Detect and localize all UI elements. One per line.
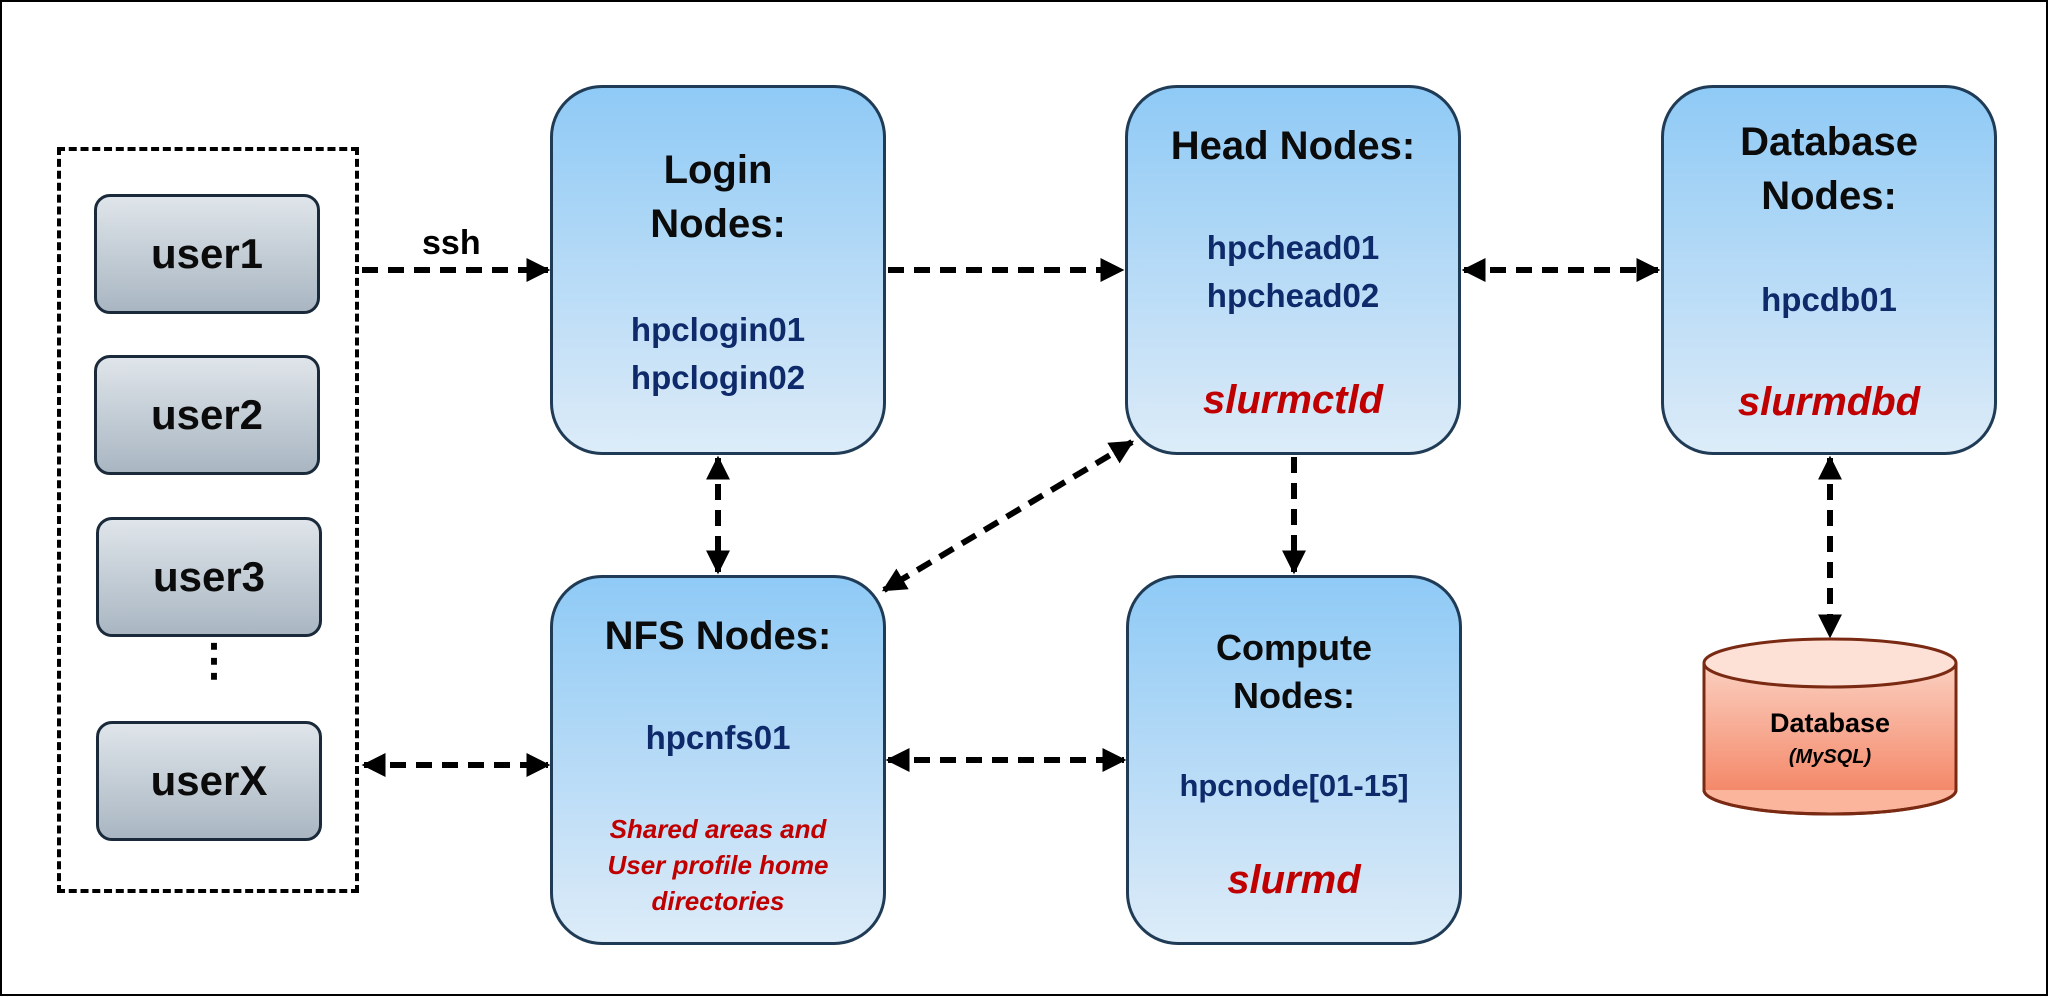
- head-host-1: hpchead01: [1206, 229, 1380, 266]
- nfs-description-line1: Shared areas and: [609, 814, 827, 844]
- ssh-label: ssh: [422, 224, 481, 262]
- user-box-user2: user2: [94, 355, 320, 475]
- database-cylinder: [1702, 637, 1958, 816]
- head-title: Head Nodes:: [1170, 124, 1416, 168]
- login-host-1: hpclogin01: [630, 311, 806, 348]
- dbnodes-host: hpcdb01: [1761, 281, 1897, 318]
- user-box-user3: user3: [96, 517, 322, 637]
- compute-title-line2: Nodes:: [1232, 675, 1355, 716]
- dbnodes-title-line2: Nodes:: [1761, 174, 1897, 218]
- nfs-nodes-box: NFS Nodes: hpcnfs01 Shared areas and Use…: [550, 575, 886, 945]
- dbnodes-title-line1: Database: [1740, 120, 1918, 164]
- nfs-title: NFS Nodes:: [604, 614, 832, 658]
- login-title-line1: Login: [663, 148, 773, 192]
- compute-title-line1: Compute: [1216, 627, 1372, 668]
- database-nodes-box: Database Nodes: hpcdb01 slurmdbd: [1661, 85, 1997, 455]
- head-service: slurmctld: [1202, 378, 1384, 422]
- head-host-2: hpchead02: [1206, 277, 1380, 314]
- users-group: [57, 147, 359, 893]
- users-ellipsis: ⋮: [192, 636, 236, 685]
- compute-service: slurmd: [1227, 858, 1361, 902]
- login-title-line2: Nodes:: [650, 202, 786, 246]
- compute-nodes-box: Compute Nodes: hpcnode[01-15] slurmd: [1126, 575, 1462, 945]
- database-sublabel: (MySQL): [1788, 746, 1872, 768]
- arrow-head-nfs: [881, 439, 1135, 593]
- login-host-2: hpclogin02: [630, 359, 806, 396]
- compute-host: hpcnode[01-15]: [1179, 768, 1409, 803]
- login-nodes-box: Login Nodes: hpclogin01 hpclogin02: [550, 85, 886, 455]
- user-box-userX: userX: [96, 721, 322, 841]
- nfs-host: hpcnfs01: [645, 719, 791, 756]
- nfs-description-line3: directories: [651, 886, 785, 916]
- dbnodes-service: slurmdbd: [1737, 380, 1921, 424]
- head-nodes-box: Head Nodes: hpchead01 hpchead02 slurmctl…: [1125, 85, 1461, 455]
- database-label: Database: [1769, 708, 1891, 738]
- nfs-description-line2: User profile home: [607, 850, 829, 880]
- user-box-user1: user1: [94, 194, 320, 314]
